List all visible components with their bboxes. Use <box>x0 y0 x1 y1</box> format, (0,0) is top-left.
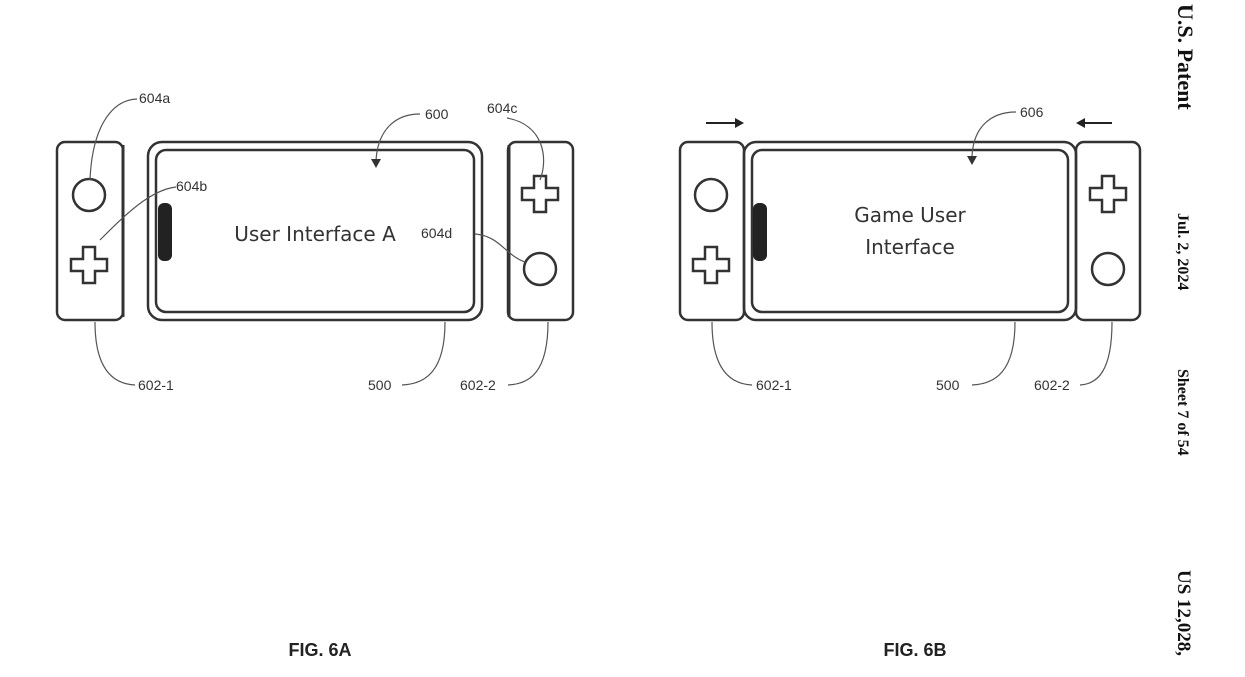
dpad-icon <box>69 245 109 285</box>
button-circle-icon <box>1090 251 1126 287</box>
device-6b: Game User Interface <box>742 140 1078 322</box>
leader-602-2 <box>507 321 549 386</box>
ref-600: 600 <box>425 106 449 122</box>
device-notch <box>753 203 767 261</box>
left-controller-body <box>55 140 125 322</box>
device-notch <box>158 203 172 261</box>
leader-604a <box>89 98 138 181</box>
leader-602-1 <box>711 321 753 386</box>
header-patent-title: U.S. Patent <box>1173 4 1198 110</box>
header-sheet: Sheet 7 of 54 <box>1174 369 1191 456</box>
left-controller-body <box>678 140 746 322</box>
left-arrow-icon <box>1076 118 1112 128</box>
right-controller-body <box>506 140 575 322</box>
leader-500 <box>971 321 1016 386</box>
right-controller-body <box>1074 140 1142 322</box>
ref-604c: 604c <box>487 100 517 116</box>
leader-602-2 <box>1079 321 1113 386</box>
leader-606 <box>971 111 1017 158</box>
fig-caption-6b: FIG. 6B <box>883 640 946 660</box>
screen-label-6a: User Interface A <box>234 222 396 246</box>
right-controller-6b <box>1074 140 1142 322</box>
right-controller-6a <box>506 140 575 322</box>
leader-604b <box>99 186 177 241</box>
fig-6b: Game User Interface 606 602-1 500 602-2 … <box>678 104 1142 660</box>
leader-602-1 <box>94 321 136 386</box>
device-outer <box>742 140 1078 322</box>
button-circle-icon <box>71 177 107 213</box>
fig-6a: User Interface A 604a 604b 600 604c 604d… <box>55 90 575 660</box>
dpad-icon <box>691 245 731 285</box>
right-arrow-icon <box>706 118 744 128</box>
dpad-icon <box>520 174 560 214</box>
ref-604d: 604d <box>421 225 452 241</box>
ref-602-1: 602-1 <box>138 377 174 393</box>
screen-label-6b-line2: Interface <box>865 235 955 259</box>
ref-604a: 604a <box>139 90 170 106</box>
leader-600 <box>375 113 421 161</box>
ref-500: 500 <box>368 377 392 393</box>
ref-602-1: 602-1 <box>756 377 792 393</box>
screen-label-6b-line1: Game User <box>854 203 966 227</box>
dpad-icon <box>1088 174 1128 214</box>
arrowhead-600 <box>371 159 381 168</box>
leader-604c <box>506 117 545 181</box>
device-screen <box>154 148 476 314</box>
left-controller-6b <box>678 140 746 322</box>
button-circle-icon <box>693 177 729 213</box>
ref-602-2: 602-2 <box>1034 377 1070 393</box>
patent-header: U.S. Patent Jul. 2, 2024 Sheet 7 of 54 U… <box>1173 4 1198 656</box>
arrowhead-606 <box>967 156 977 165</box>
device-6a: User Interface A <box>146 140 484 322</box>
ref-602-2: 602-2 <box>460 377 496 393</box>
left-controller-6a <box>55 140 125 322</box>
device-screen <box>750 148 1070 314</box>
ref-500: 500 <box>936 377 960 393</box>
ref-606: 606 <box>1020 104 1044 120</box>
device-outer <box>146 140 484 322</box>
leader-500 <box>401 321 446 386</box>
header-date: Jul. 2, 2024 <box>1174 213 1191 290</box>
header-patent-number: US 12,028, <box>1173 570 1194 656</box>
fig-caption-6a: FIG. 6A <box>288 640 351 660</box>
button-circle-icon <box>522 251 558 287</box>
leader-604d <box>474 233 526 263</box>
ref-604b: 604b <box>176 178 207 194</box>
